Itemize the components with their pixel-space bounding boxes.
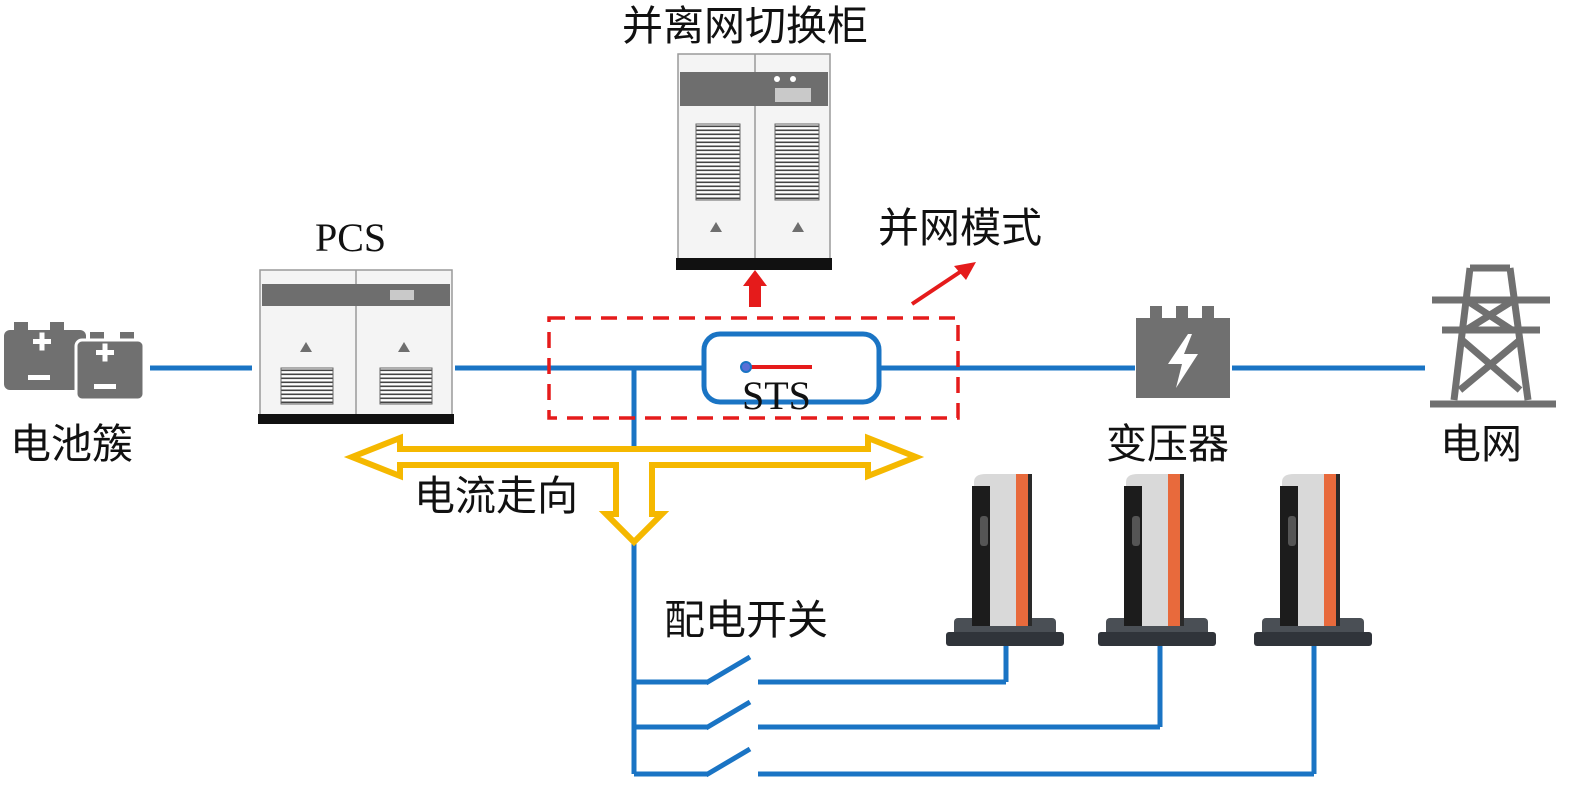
ev-charger-icon: [946, 474, 1064, 646]
bus-lines: [150, 365, 1425, 774]
ev-charger-icon: [1254, 474, 1372, 646]
sts-label: STS: [742, 373, 811, 418]
distribution-switch-label: 配电开关: [664, 596, 828, 644]
sts-box: [701, 331, 882, 405]
grid-mode-label: 并网模式: [878, 204, 1042, 252]
current-direction-label: 电流走向: [414, 472, 578, 520]
distribution-switches: [634, 642, 1317, 778]
switch-cabinet-label: 并离网切换柜: [622, 2, 868, 50]
battery-label: 电池簇: [10, 420, 133, 468]
power-tower-icon: [1430, 264, 1556, 408]
switch-cabinet-icon: [676, 53, 832, 270]
transformer-icon: [1136, 306, 1230, 398]
grid-mode-arrow: [910, 262, 976, 306]
sts-pivot: [740, 361, 752, 373]
grid-label: 电网: [1440, 420, 1522, 468]
pcs-label: PCS: [315, 215, 387, 260]
battery-cluster-icon: [4, 322, 146, 402]
ev-charger-icon: [1098, 474, 1216, 646]
current-direction-arrow: [343, 433, 925, 547]
up-arrow-red: [743, 270, 767, 307]
grid-mode-region: [547, 316, 960, 420]
pcs-cabinet-icon: [258, 269, 454, 424]
transformer-label: 变压器: [1106, 420, 1229, 468]
